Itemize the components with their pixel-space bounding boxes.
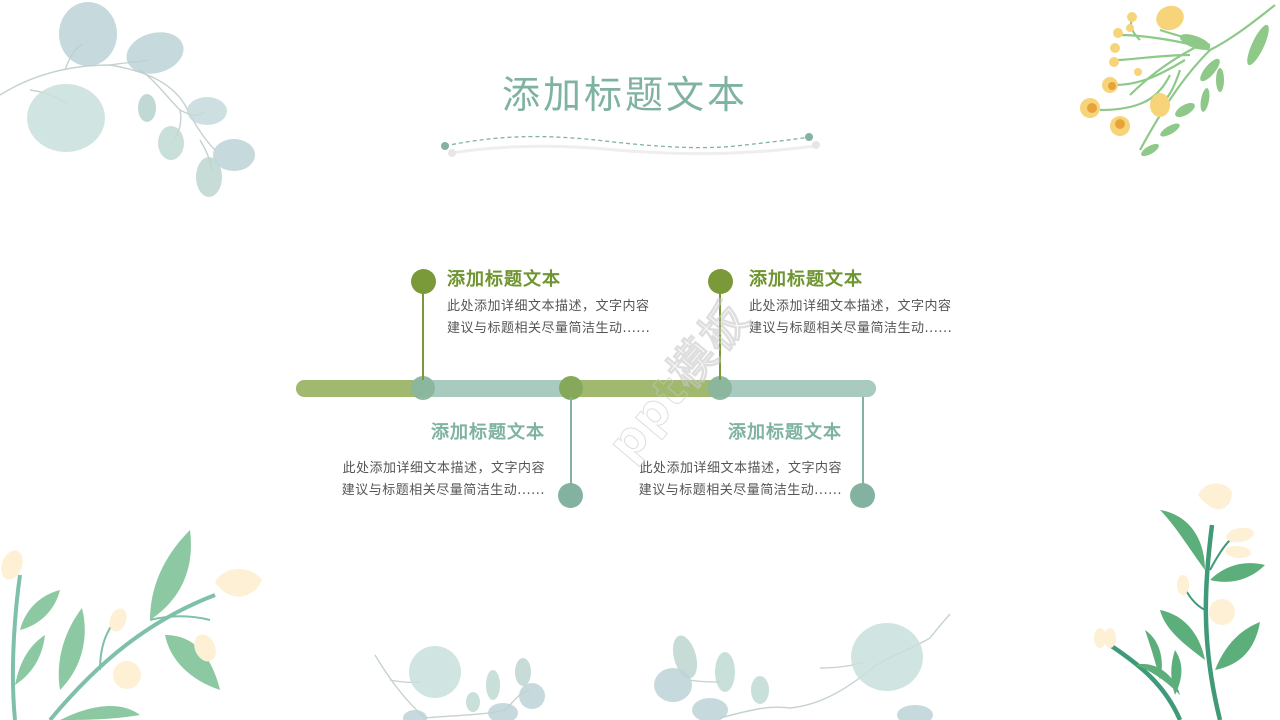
timeline-segment-1 — [296, 380, 423, 397]
page-title: 添加标题文本 — [501, 73, 748, 117]
item-4-title: 添加标题文本 — [728, 422, 842, 443]
eucalyptus-branch-top-left-icon — [0, 2, 255, 197]
yellow-flower-branch-top-right-icon — [1080, 4, 1276, 157]
dashed-wave-divider-icon — [441, 133, 820, 157]
item-4-marker — [850, 483, 875, 508]
item-2-desc-line-1: 此处添加详细文本描述，文字内容 — [342, 461, 545, 476]
item-3-stem — [719, 282, 721, 380]
item-3-desc-line-1: 此处添加详细文本描述，文字内容 — [749, 299, 952, 314]
timeline-node-1 — [411, 376, 435, 400]
item-4-desc-line-1: 此处添加详细文本描述，文字内容 — [639, 461, 842, 476]
item-2-title: 添加标题文本 — [431, 422, 545, 443]
item-1-stem — [422, 282, 424, 380]
item-1-title: 添加标题文本 — [447, 269, 561, 290]
item-1-desc-line-1: 此处添加详细文本描述，文字内容 — [447, 299, 650, 314]
timeline-segment-4 — [720, 380, 876, 397]
timeline-segment-2 — [423, 380, 571, 397]
item-3-desc-line-2: 建议与标题相关尽量简洁生动...... — [749, 321, 953, 336]
cream-flower-stem-bottom-right-icon — [1094, 483, 1265, 720]
item-1-desc-line-2: 建议与标题相关尽量简洁生动...... — [447, 321, 651, 336]
timeline-node-3 — [708, 376, 732, 400]
item-2-marker — [558, 483, 583, 508]
item-2-stem — [570, 397, 572, 494]
timeline-bar — [296, 380, 876, 397]
item-4-desc-line-2: 建议与标题相关尽量简洁生动...... — [638, 483, 842, 498]
eucalyptus-branch-bottom-center-icon — [374, 613, 951, 720]
cream-flower-branch-bottom-left-icon — [1, 530, 262, 720]
item-3-title: 添加标题文本 — [749, 269, 863, 290]
timeline-segment-3 — [571, 380, 720, 397]
item-2-desc-line-2: 建议与标题相关尽量简洁生动...... — [341, 483, 545, 498]
timeline-node-2 — [559, 376, 583, 400]
item-4-stem — [862, 397, 864, 494]
